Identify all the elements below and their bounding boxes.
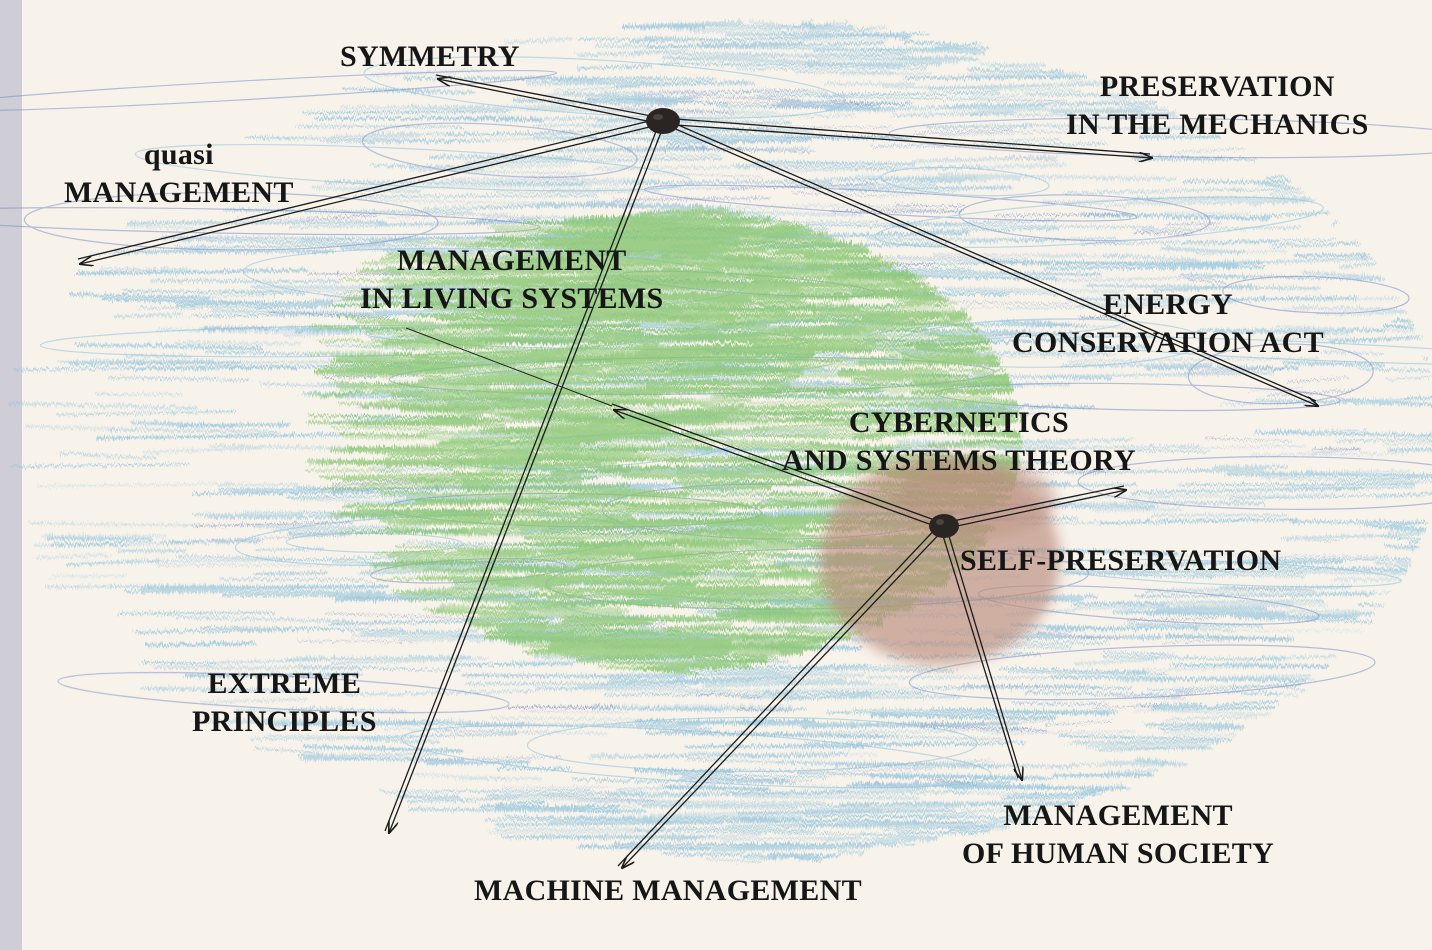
- lower-node: [929, 514, 959, 538]
- label-preservation-mechanics: PRESERVATION IN THE MECHANICS: [1066, 68, 1369, 144]
- preservation-line2: IN THE MECHANICS: [1066, 108, 1369, 141]
- energy-line2: CONSERVATION ACT: [1012, 326, 1324, 359]
- label-quasi-management: quasi MANAGEMENT: [64, 136, 294, 212]
- human-line1: MANAGEMENT: [1003, 799, 1233, 832]
- arrow-to-symmetry: [435, 74, 663, 125]
- label-extreme-principles: EXTREME PRINCIPLES: [192, 665, 377, 741]
- quasi-line2: MANAGEMENT: [64, 176, 294, 209]
- arrow-to-extreme-principles: [384, 120, 666, 833]
- living-line2: IN LIVING SYSTEMS: [360, 282, 664, 315]
- arrows-group: [77, 74, 1318, 868]
- label-energy-conservation: ENERGY CONSERVATION ACT: [1012, 286, 1324, 362]
- top-node: [646, 108, 680, 134]
- cybernetics-line2: AND SYSTEMS THEORY: [782, 444, 1136, 477]
- preservation-line1: PRESERVATION: [1099, 70, 1335, 103]
- page-edge-shadow: [0, 0, 22, 950]
- arrow-to-cybernetics: [942, 485, 1126, 530]
- label-symmetry: SYMMETRY: [340, 38, 520, 76]
- symmetry-text: SYMMETRY: [340, 40, 520, 73]
- quasi-line1: quasi: [143, 138, 214, 171]
- label-machine-management: MACHINE MANAGEMENT: [474, 872, 862, 910]
- arrow-to-management-living: [405, 327, 944, 530]
- extreme-line1: EXTREME: [207, 667, 362, 700]
- energy-line1: ENERGY: [1102, 288, 1234, 321]
- label-self-preservation: SELF-PRESERVATION: [960, 542, 1281, 580]
- living-line1: MANAGEMENT: [396, 244, 627, 277]
- arrow-to-human-society: [939, 525, 1022, 780]
- self-preservation-text: SELF-PRESERVATION: [960, 544, 1282, 577]
- arrow-to-preservation: [661, 117, 1152, 158]
- extreme-line2: PRINCIPLES: [192, 705, 377, 738]
- label-management-human-society: MANAGEMENT OF HUMAN SOCIETY: [962, 797, 1274, 873]
- arrow-to-quasi-management: [77, 117, 663, 264]
- cybernetics-line1: CYBERNETICS: [848, 406, 1069, 439]
- arrow-to-energy-conservation: [661, 117, 1318, 406]
- human-line2: OF HUMAN SOCIETY: [962, 837, 1275, 870]
- arrow-to-machine-management: [617, 523, 946, 868]
- machine-text: MACHINE MANAGEMENT: [474, 874, 862, 907]
- label-cybernetics: CYBERNETICS AND SYSTEMS THEORY: [782, 404, 1136, 480]
- label-management-living-systems: MANAGEMENT IN LIVING SYSTEMS: [360, 242, 664, 318]
